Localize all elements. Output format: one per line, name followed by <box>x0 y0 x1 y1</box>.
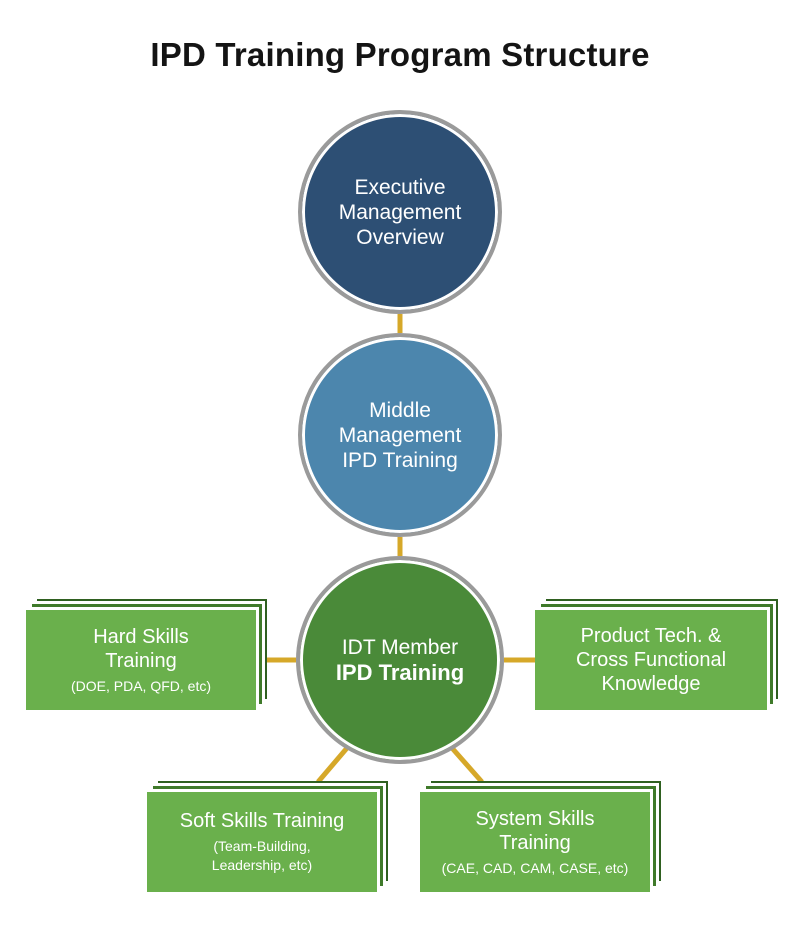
node-middle-line2: Management <box>338 423 462 447</box>
box-hard-sub: (DOE, PDA, QFD, etc) <box>70 677 211 694</box>
box-system-line1: System Skills <box>475 807 595 830</box>
box-system-skills-training: System Skills Training (CAE, CAD, CAM, C… <box>420 792 650 892</box>
diagram-title: IPD Training Program Structure <box>150 36 650 73</box>
box-soft-sub1: (Team-Building, <box>213 838 311 854</box>
box-soft-line1: Soft Skills Training <box>179 810 345 832</box>
node-executive-management-overview: Executive Management Overview <box>298 110 502 314</box>
node-executive-line1: Executive <box>354 175 446 199</box>
box-hard-skills-training: Hard Skills Training (DOE, PDA, QFD, etc… <box>26 610 256 710</box>
box-hard-line2: Training <box>105 649 177 672</box>
node-middle-line3: IPD Training <box>342 448 458 472</box>
box-soft-skills-training: Soft Skills Training (Team-Building, Lea… <box>147 792 377 892</box>
box-product-line2: Cross Functional <box>575 649 727 671</box>
node-idt-member-training: IDT Member IPD Training <box>296 556 504 764</box>
box-product-line1: Product Tech. & <box>580 625 722 647</box>
node-middle-management-training: Middle Management IPD Training <box>298 333 502 537</box>
connector-idt-system <box>450 746 484 784</box>
node-idt-line2: IPD Training <box>335 660 465 685</box>
box-product-tech-knowledge: Product Tech. & Cross Functional Knowled… <box>535 610 767 710</box>
connector-idt-soft <box>316 746 349 784</box>
box-soft-sub2: Leadership, etc) <box>211 857 313 873</box>
node-middle-line1: Middle <box>369 398 431 422</box>
node-executive-line2: Management <box>338 200 462 224</box>
node-idt-line1: IDT Member <box>341 636 459 659</box>
node-executive-line3: Overview <box>356 225 444 249</box>
box-system-line2: Training <box>499 831 571 854</box>
box-system-sub: (CAE, CAD, CAM, CASE, etc) <box>441 859 629 876</box>
box-hard-line1: Hard Skills <box>93 625 189 648</box>
box-product-line3: Knowledge <box>601 673 701 695</box>
